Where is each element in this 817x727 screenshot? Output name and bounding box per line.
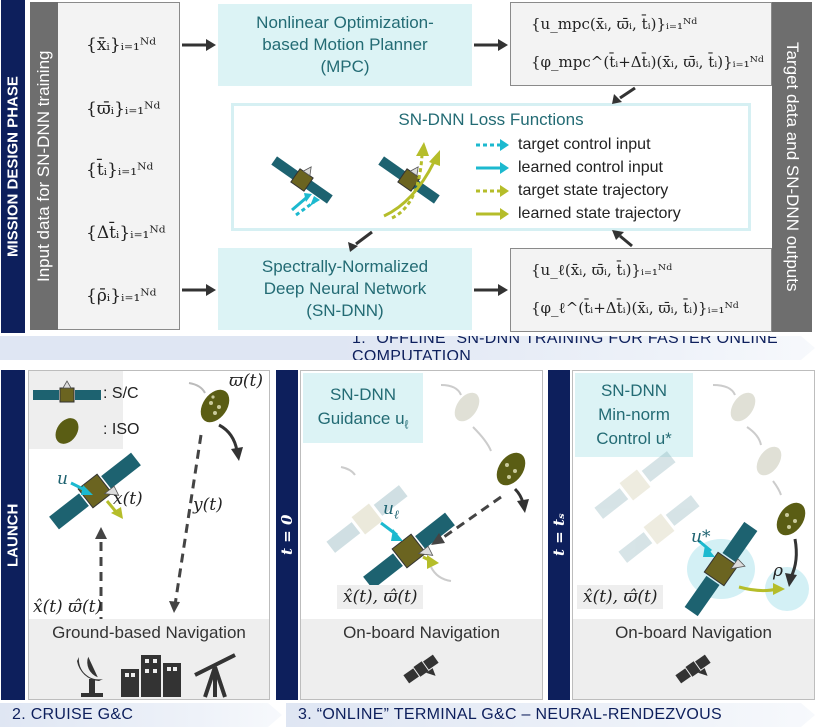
phase3-banner: 3. “ONLINE” TERMINAL G&C – NEURAL-RENDEZ… — [286, 703, 815, 727]
loss-functions-title: SN-DNN Loss Functions — [398, 110, 584, 129]
cruise-u-label: u — [57, 469, 68, 489]
legend-learned-control: learned control input — [474, 156, 681, 179]
ground-icons — [77, 653, 236, 698]
satellite-dish-icon — [77, 656, 103, 697]
loss-satellites-illustration — [269, 142, 447, 220]
cruise-legend-iso: : ISO — [103, 421, 140, 438]
input-label-bar — [30, 2, 58, 330]
guidance-title-box: SN-DNN Guidance uℓ — [303, 373, 423, 443]
cruise-estimate-label: x̂(t) ϖ̂(t) — [33, 597, 103, 617]
onboard-navigation-label-1: On-board Navigation — [301, 619, 542, 699]
guidance-estimate-label: x̂(t), ϖ̂(t) — [337, 585, 424, 609]
loss-legend: target control input learned control inp… — [474, 133, 681, 225]
legend-target-control: target control input — [474, 133, 681, 156]
solid-olive-arrow-icon — [383, 161, 436, 218]
target-phi-mpc: {φ_mpc^(t̄ᵢ+Δt̄ᵢ)(x̄ᵢ, ϖ̄ᵢ, t̄ᵢ)}ᵢ₌₁ᴺᵈ — [531, 53, 764, 71]
loss-functions-box: SN-DNN Loss Functions target control inp… — [231, 103, 751, 231]
time-ts-banner: t = tₛ — [548, 370, 570, 700]
phase1-banner-left — [0, 336, 340, 360]
learned-phi: {φ_ℓ^(t̄ᵢ+Δt̄ᵢ)(x̄ᵢ, ϖ̄ᵢ, t̄ᵢ)}ᵢ₌₁ᴺᵈ — [531, 299, 739, 317]
mpc-box: Nonlinear Optimization- based Motion Pla… — [218, 4, 472, 86]
solid-cyan-arrow-icon — [291, 196, 307, 212]
phase2-banner: 2. CRUISE G&C — [0, 703, 282, 727]
legend-learned-state: learned state trajectory — [474, 202, 681, 225]
learned-u: {u_ℓ(x̄ᵢ, ϖ̄ᵢ, t̄ᵢ)}ᵢ₌₁ᴺᵈ — [531, 261, 673, 279]
input-t-bar: {t̄ᵢ}ᵢ₌₁ᴺᵈ — [86, 160, 154, 180]
asteroid-icon — [776, 502, 806, 536]
onboard-navigation-label-2: On-board Navigation — [573, 619, 814, 699]
guidance-illustration — [326, 384, 529, 590]
target-outputs-box: {u_mpc(x̄ᵢ, ϖ̄ᵢ, t̄ᵢ)}ᵢ₌₁ᴺᵈ {φ_mpc^(t̄ᵢ+… — [510, 2, 772, 86]
input-delta-t-bar: {Δt̄ᵢ}ᵢ₌₁ᴺᵈ — [86, 223, 166, 243]
solid-cyan-arrow-icon — [476, 161, 509, 174]
satellite-icon — [403, 654, 439, 684]
minnorm-title-box: SN-DNN Min-norm Control u* — [575, 373, 693, 457]
minnorm-estimate-label: x̂(t), ϖ̂(t) — [577, 585, 664, 609]
target-u-mpc: {u_mpc(x̄ᵢ, ϖ̄ᵢ, t̄ᵢ)}ᵢ₌₁ᴺᵈ — [531, 15, 698, 33]
cruise-legend — [29, 371, 123, 449]
learned-outputs-box: {u_ℓ(x̄ᵢ, ϖ̄ᵢ, t̄ᵢ)}ᵢ₌₁ᴺᵈ {φ_ℓ^(t̄ᵢ+Δt̄ᵢ… — [510, 248, 772, 332]
input-data-box: {x̄ᵢ}ᵢ₌₁ᴺᵈ {ϖ̄ᵢ}ᵢ₌₁ᴺᵈ {t̄ᵢ}ᵢ₌₁ᴺᵈ {Δt̄ᵢ}ᵢ… — [58, 2, 180, 330]
satellite-icon — [675, 654, 711, 684]
output-data-label: Target data and SN-DNN outputs — [783, 42, 802, 292]
asteroid-icon — [55, 418, 79, 444]
terminal-guidance-panel: SN-DNN Guidance uℓ uℓ x̂(t), ϖ̂(t) On- — [300, 370, 543, 700]
satellite-icon — [49, 452, 141, 530]
cruise-legend-sc: : S/C — [103, 385, 139, 402]
minnorm-illustration — [594, 384, 809, 617]
top-flow-arrows — [182, 39, 636, 296]
minnorm-rho-label: ρ — [773, 561, 783, 581]
buildings-icon — [121, 655, 181, 697]
output-label-bar — [772, 2, 812, 332]
input-iso-bar: {ϖ̄ᵢ}ᵢ₌₁ᴺᵈ — [86, 99, 161, 119]
cruise-x-label: x(t) — [113, 489, 143, 509]
dashed-olive-arrow-icon — [476, 184, 509, 197]
asteroid-icon — [496, 452, 526, 486]
cruise-y-label: y(t) — [193, 495, 223, 515]
telescope-icon — [194, 653, 236, 698]
sn-dnn-box: Spectrally-Normalized Deep Neural Networ… — [218, 248, 472, 330]
cruise-iso-label: ϖ(t) — [229, 371, 263, 391]
legend-target-state: target state trajectory — [474, 179, 681, 202]
cruise-panel: : S/C : ISO u x(t) y(t) ϖ(t) x̂(t) ϖ̂(t)… — [28, 370, 270, 700]
launch-banner: LAUNCH — [1, 370, 25, 700]
guidance-u-label: uℓ — [383, 499, 399, 522]
minnorm-u-label: u* — [691, 527, 711, 547]
asteroid-icon — [200, 389, 230, 423]
input-rho-bar: {ρ̄ᵢ}ᵢ₌₁ᴺᵈ — [86, 286, 157, 306]
phase1-banner: 1. “OFFLINE” SN-DNN TRAINING FOR FASTER … — [340, 336, 815, 360]
input-x-bar: {x̄ᵢ}ᵢ₌₁ᴺᵈ — [86, 35, 157, 55]
dashed-cyan-arrow-icon — [295, 200, 315, 217]
cruise-illustration — [33, 380, 243, 641]
satellite-icon — [363, 512, 455, 590]
terminal-minnorm-panel: SN-DNN Min-norm Control u* u* — [572, 370, 815, 700]
time-zero-banner: t = 0 — [276, 370, 298, 700]
solid-olive-arrow-icon — [476, 207, 509, 220]
satellite-icon — [684, 521, 758, 617]
dashed-cyan-arrow-icon — [476, 138, 509, 151]
satellite-icon — [33, 380, 101, 403]
